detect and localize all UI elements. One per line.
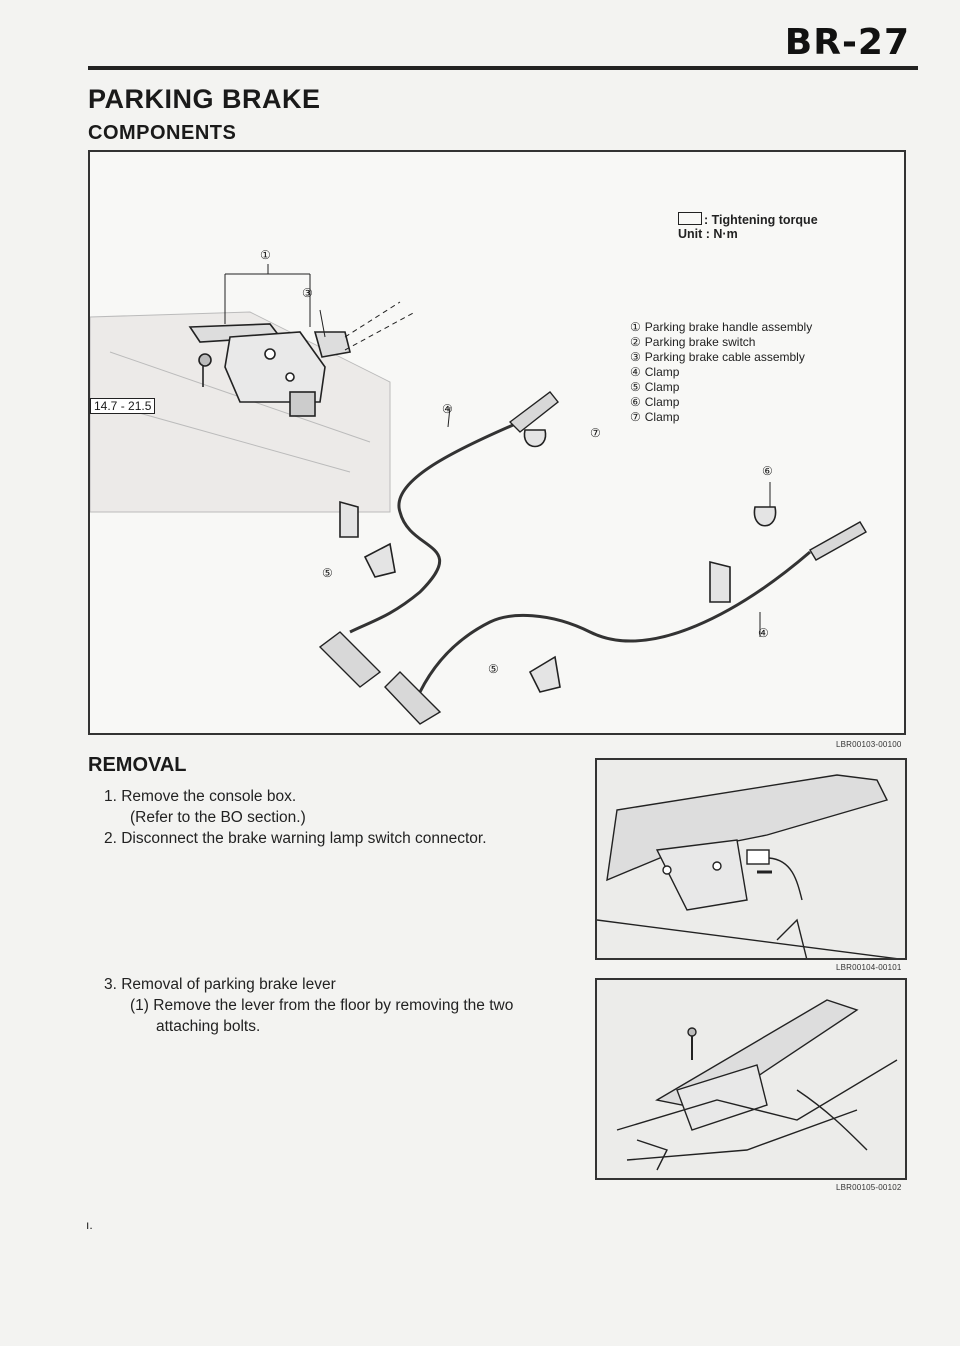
callout-6: ⑥ xyxy=(762,464,773,478)
step-3: 3. Removal of parking brake lever xyxy=(104,976,336,993)
page-number: BR-27 xyxy=(784,22,910,63)
legend-num: ③ xyxy=(630,350,641,364)
legend-label: Clamp xyxy=(644,365,680,379)
legend-label: Parking brake cable assembly xyxy=(644,350,805,364)
step-3-sub-line2: attaching bolts. xyxy=(156,1018,261,1035)
legend-num: ⑥ xyxy=(630,395,641,409)
step-1-line1: 1. Remove the console box. xyxy=(104,788,297,805)
removal-photo-2 xyxy=(595,978,907,1180)
torque-legend: : Tightening torque Unit : N·m xyxy=(678,212,818,241)
photo-2-code: LBR00105-00102 xyxy=(836,1183,902,1192)
callout-5a: ⑤ xyxy=(322,566,333,580)
step-2: 2. Disconnect the brake warning lamp swi… xyxy=(104,830,487,847)
legend-num: ④ xyxy=(630,365,641,379)
legend-label: Clamp xyxy=(644,410,680,424)
step-1-line2: (Refer to the BO section.) xyxy=(130,809,306,826)
legend-num: ⑦ xyxy=(630,410,641,424)
callout-1: ① xyxy=(260,248,271,262)
removal-heading: REMOVAL xyxy=(88,754,187,776)
connector-illustration xyxy=(597,774,897,958)
legend-label: Clamp xyxy=(644,395,680,409)
components-figure: : Tightening torque Unit : N·m 14.7 - 21… xyxy=(88,150,906,735)
torque-box-icon xyxy=(678,212,702,225)
figure-code: LBR00103-00100 xyxy=(836,740,902,749)
callout-4a: ④ xyxy=(442,402,453,416)
torque-legend-line2: Unit : N·m xyxy=(678,227,738,241)
callout-4b: ④ xyxy=(758,626,769,640)
legend-num: ① xyxy=(630,320,641,334)
callout-3: ③ xyxy=(302,286,313,300)
step-3-sub-line1: (1) Remove the lever from the floor by r… xyxy=(130,997,514,1014)
legend-label: Parking brake handle assembly xyxy=(644,320,813,334)
footer-mark: ı. xyxy=(86,1218,93,1232)
subsection-title: COMPONENTS xyxy=(88,122,237,144)
legend-num: ② xyxy=(630,335,641,349)
torque-value: 14.7 - 21.5 xyxy=(90,398,156,414)
legend-num: ⑤ xyxy=(630,380,641,394)
components-drawing xyxy=(90,264,867,725)
lever-removal-illustration xyxy=(616,999,898,1171)
photo-1-code: LBR00104-00101 xyxy=(836,963,902,972)
removal-photo-1 xyxy=(595,758,907,960)
callout-5b: ⑤ xyxy=(488,662,499,676)
legend-label: Parking brake switch xyxy=(644,335,756,349)
torque-legend-line1: : Tightening torque xyxy=(704,213,818,227)
header-rule xyxy=(88,66,918,70)
section-title: PARKING BRAKE xyxy=(88,84,321,114)
callout-7: ⑦ xyxy=(590,426,601,440)
legend-label: Clamp xyxy=(644,380,680,394)
